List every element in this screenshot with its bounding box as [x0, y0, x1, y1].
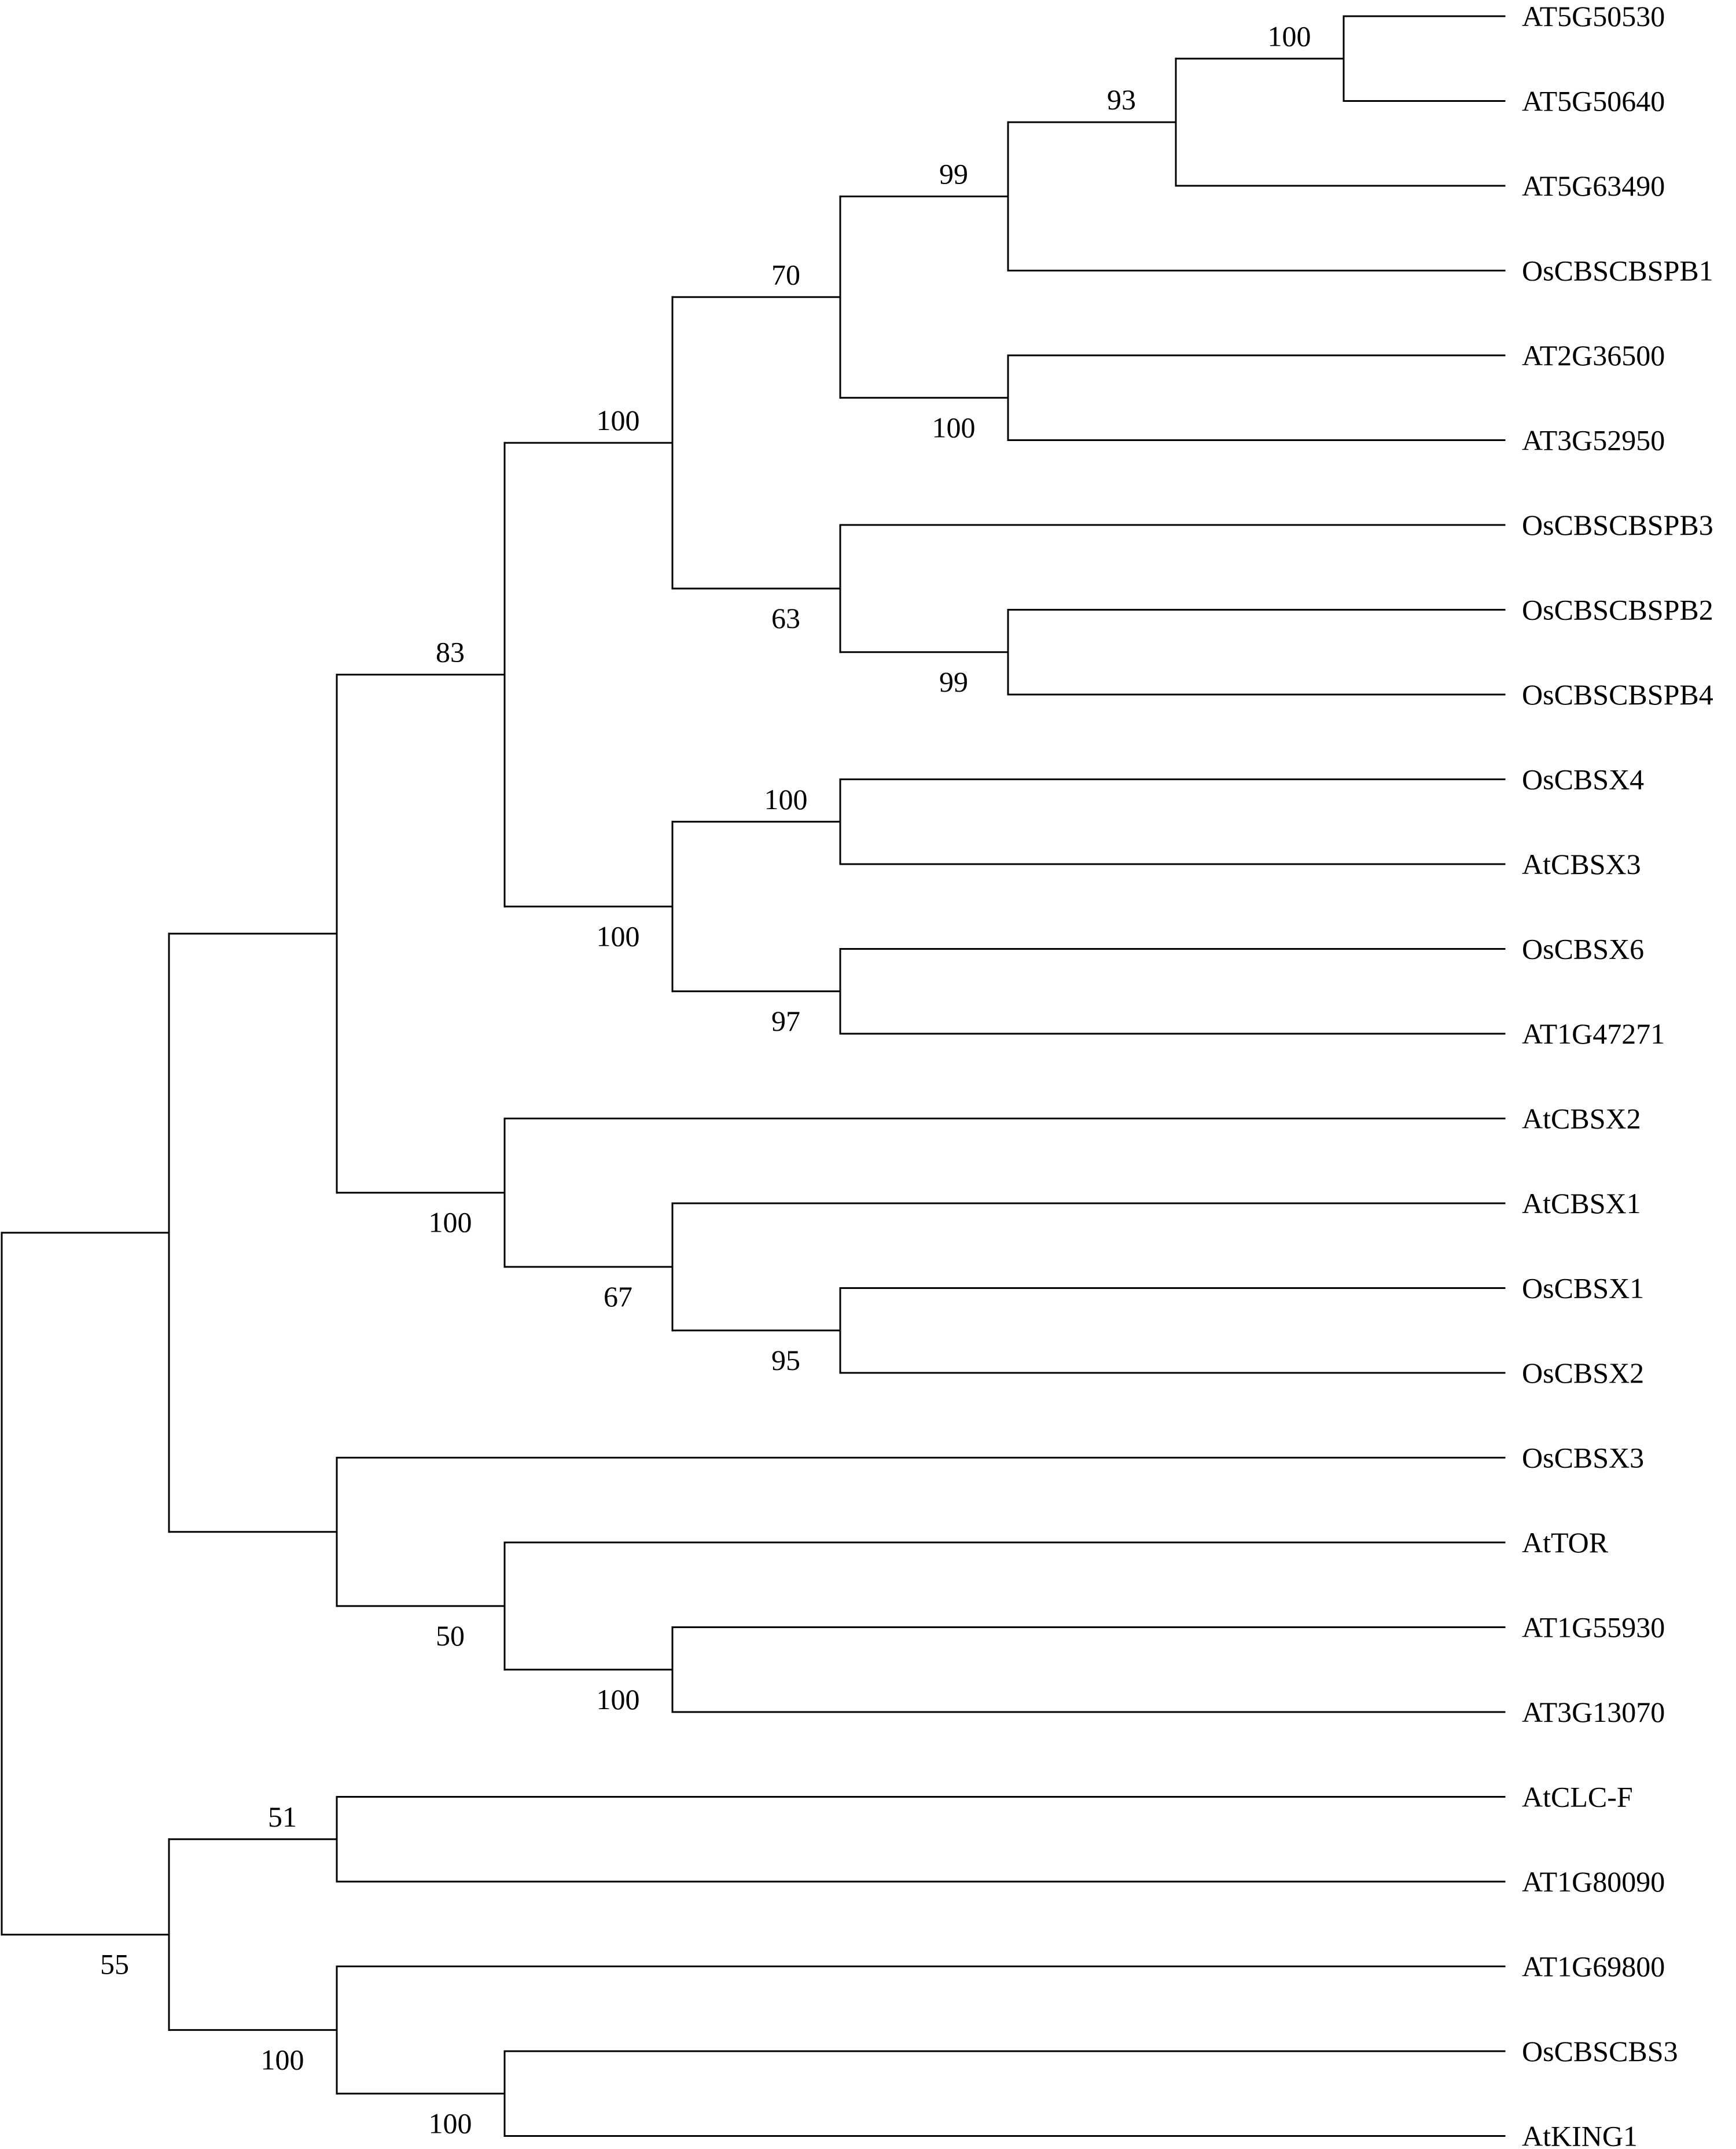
- leaf-label-OsCBSCBSPB1: OsCBSCBSPB1: [1522, 255, 1713, 287]
- leaf-label-OsCBSX3: OsCBSX3: [1522, 1442, 1644, 1474]
- leaf-label-AT1G55930: AT1G55930: [1522, 1611, 1665, 1644]
- leaf-label-OsCBSX6: OsCBSX6: [1522, 933, 1644, 965]
- leaf-label-AT1G69800: AT1G69800: [1522, 1950, 1665, 1983]
- tree-branches: [1, 15, 1506, 2137]
- leaf-label-AtTOR: AtTOR: [1522, 1526, 1609, 1559]
- leaf-label-OsCBSCBSPB4: OsCBSCBSPB4: [1522, 678, 1713, 711]
- leaf-label-OsCBSX4: OsCBSX4: [1522, 763, 1644, 796]
- bootstrap-value: 100: [429, 2107, 472, 2139]
- bootstrap-support-values: 100 93 99 100 70 99 63 100 100 97 100 83 95 67 100 100 5…: [100, 20, 1311, 2139]
- leaf-label-AT5G50530: AT5G50530: [1522, 0, 1665, 32]
- bootstrap-value: 95: [771, 1344, 800, 1376]
- bootstrap-value: 67: [604, 1280, 632, 1313]
- bootstrap-value: 99: [939, 157, 968, 190]
- leaf-label-AtCLC-F: AtCLC-F: [1522, 1781, 1633, 1813]
- leaf-label-OsCBSX1: OsCBSX1: [1522, 1272, 1644, 1305]
- bootstrap-value: 100: [261, 2043, 304, 2075]
- leaf-label-OsCBSCBS3: OsCBSCBS3: [1522, 2035, 1678, 2067]
- leaf-label-AtCBSX2: AtCBSX2: [1522, 1103, 1641, 1135]
- leaf-label-AT1G47271: AT1G47271: [1522, 1017, 1665, 1050]
- bootstrap-value: 63: [771, 602, 800, 634]
- bootstrap-value: 100: [597, 1683, 640, 1715]
- leaf-label-AT5G50640: AT5G50640: [1522, 85, 1665, 117]
- leaf-label-AT5G63490: AT5G63490: [1522, 170, 1665, 202]
- bootstrap-value: 100: [597, 404, 640, 436]
- bootstrap-value: 55: [100, 1948, 129, 1981]
- bootstrap-value: 51: [268, 1801, 297, 1833]
- leaf-label-AT3G13070: AT3G13070: [1522, 1696, 1665, 1728]
- bootstrap-value: 83: [436, 636, 465, 668]
- leaf-label-AtKING1: AtKING1: [1522, 2120, 1638, 2149]
- bootstrap-value: 93: [1107, 83, 1136, 116]
- bootstrap-value: 100: [597, 920, 640, 952]
- bootstrap-value: 50: [436, 1619, 465, 1652]
- bootstrap-value: 97: [771, 1005, 800, 1037]
- leaf-label-OsCBSX2: OsCBSX2: [1522, 1357, 1644, 1389]
- leaf-labels: AT5G50530AT5G50640AT5G63490OsCBSCBSPB1AT…: [1522, 0, 1713, 2149]
- leaf-label-AT1G80090: AT1G80090: [1522, 1865, 1665, 1898]
- leaf-label-AtCBSX1: AtCBSX1: [1522, 1187, 1641, 1219]
- leaf-label-AT2G36500: AT2G36500: [1522, 339, 1665, 372]
- bootstrap-value: 100: [429, 1206, 472, 1239]
- bootstrap-value: 99: [939, 666, 968, 698]
- leaf-label-AtCBSX3: AtCBSX3: [1522, 848, 1641, 880]
- leaf-label-OsCBSCBSPB3: OsCBSCBSPB3: [1522, 509, 1713, 541]
- leaf-label-OsCBSCBSPB2: OsCBSCBSPB2: [1522, 594, 1713, 626]
- bootstrap-value: 70: [771, 258, 800, 291]
- leaf-label-AT3G52950: AT3G52950: [1522, 424, 1665, 457]
- bootstrap-value: 100: [932, 411, 976, 443]
- bootstrap-value: 100: [1268, 20, 1311, 52]
- bootstrap-value: 100: [764, 783, 808, 815]
